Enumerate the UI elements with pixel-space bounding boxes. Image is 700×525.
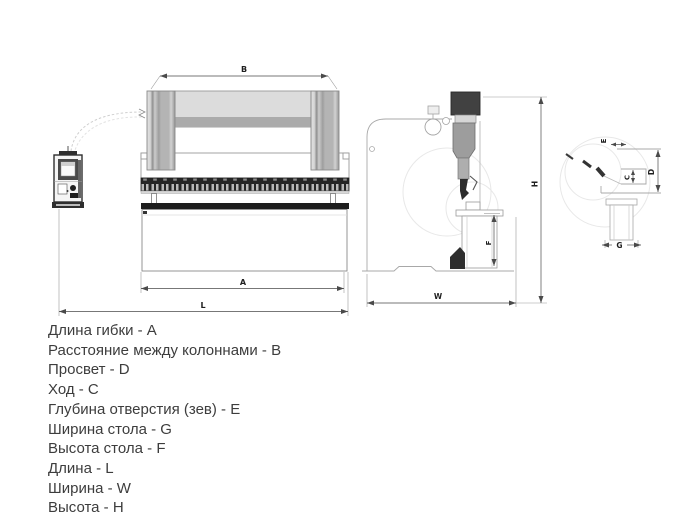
legend-item-f: Высота стола - F xyxy=(48,440,166,458)
table-detail xyxy=(605,198,638,241)
table-side xyxy=(450,201,504,269)
dimension-a: A xyxy=(140,272,345,293)
table-front xyxy=(141,209,348,272)
punch-detail xyxy=(595,166,606,178)
technical-drawing: B A L xyxy=(52,65,661,316)
pointer-dash xyxy=(565,153,574,160)
legend-item-e: Глубина отверстия (зев) - E xyxy=(48,400,241,418)
dimension-l: L xyxy=(58,209,349,316)
dim-label-l: L xyxy=(200,301,205,310)
dimension-c: C xyxy=(624,170,635,183)
controller-knob xyxy=(70,185,76,191)
dim-label-d: D xyxy=(647,169,656,175)
dim-label-b: B xyxy=(241,65,247,74)
punch-side xyxy=(460,179,469,200)
foot-pedal xyxy=(450,247,465,269)
control-cable-second xyxy=(73,116,143,155)
crossbeam-band xyxy=(175,117,311,127)
dim-label-w: W xyxy=(434,292,443,301)
dim-label-e: E xyxy=(600,138,608,143)
controller-button-panel xyxy=(57,183,68,195)
dim-label-h: H xyxy=(531,181,540,187)
dimension-w: W xyxy=(366,217,517,307)
punch-holder-detail xyxy=(582,159,592,169)
dim-label-c: C xyxy=(624,175,632,180)
legend-item-d: Просвет - D xyxy=(48,361,130,379)
left-column xyxy=(146,90,176,171)
dimension-f: F xyxy=(484,213,500,266)
ram-side xyxy=(457,157,470,180)
right-column xyxy=(310,90,340,171)
legend: Длина гибки - A Расстояние между колонна… xyxy=(48,321,281,518)
detail-view: E C D G xyxy=(559,136,661,250)
dimension-d: D xyxy=(647,150,661,192)
legend-item-w: Ширина - W xyxy=(48,479,131,497)
side-view: F W H xyxy=(362,91,547,307)
side-frame-outline xyxy=(366,118,452,271)
cable-connector xyxy=(138,108,146,119)
control-cable xyxy=(70,111,143,152)
dim-label-f: F xyxy=(485,240,493,245)
legend-item-h: Высота - H xyxy=(48,499,124,517)
right-support xyxy=(330,193,336,204)
dim-label-a: A xyxy=(240,278,247,287)
legend-item-l: Длина - L xyxy=(48,459,114,477)
legend-item-c: Ход - C xyxy=(48,381,99,399)
legend-item-g: Ширина стола - G xyxy=(48,420,172,438)
floor-line xyxy=(362,266,514,272)
dimension-h: H xyxy=(483,96,547,304)
die-side xyxy=(465,201,481,211)
hydraulic-cylinder xyxy=(450,91,481,200)
dim-label-g: G xyxy=(616,241,622,250)
die-bracket xyxy=(621,168,647,185)
hydraulic-unit xyxy=(424,105,450,136)
pendant-controller xyxy=(52,146,84,208)
front-view: B A L xyxy=(52,65,350,316)
dimension-b: B xyxy=(150,65,338,90)
legend-item-b: Расстояние между колоннами - B xyxy=(48,341,282,359)
tool-clamp-strip xyxy=(140,177,350,192)
die-bar xyxy=(141,203,349,209)
dimension-e: E xyxy=(600,138,626,147)
left-support xyxy=(151,193,157,204)
dimension-g: G xyxy=(602,240,641,250)
legend-item-a: Длина гибки - A xyxy=(48,322,157,339)
